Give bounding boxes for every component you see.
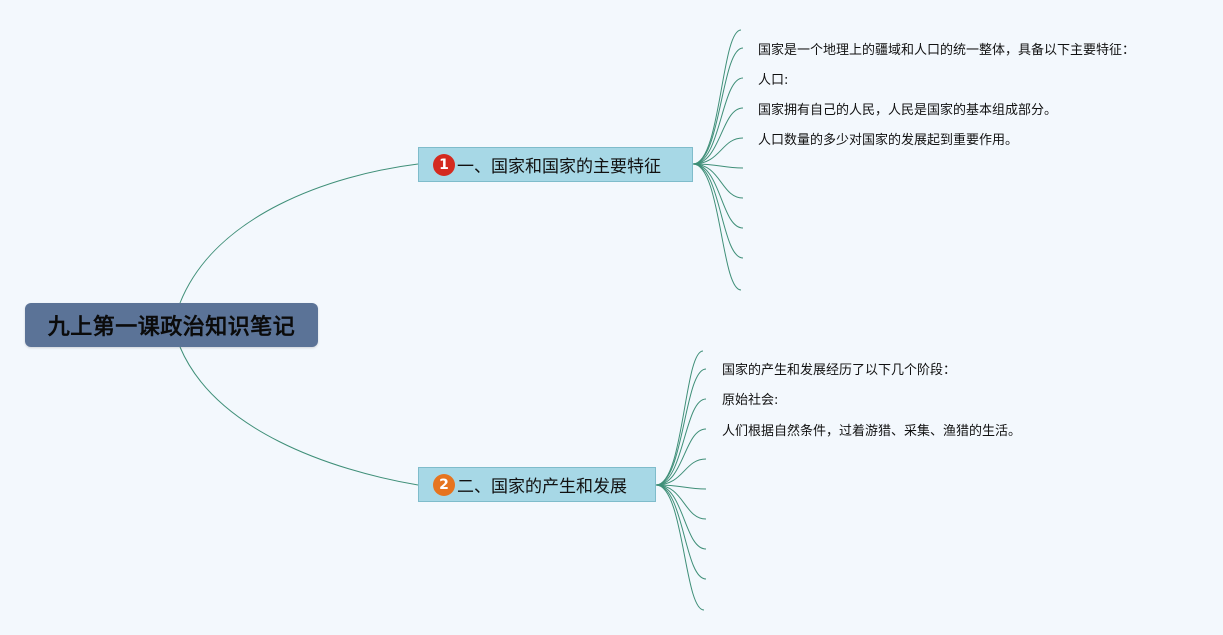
branch-topic-1-label: 一、国家和国家的主要特征 <box>457 157 661 177</box>
branch-2-fan-line <box>655 484 707 520</box>
leaf-topic[interactable]: 原始社会: <box>722 393 779 408</box>
leaf-topic[interactable]: 国家拥有自己的人民，人民是国家的基本组成部分。 <box>758 103 1058 118</box>
priority-2-icon: 2 <box>433 473 455 496</box>
branch-2-fan-line <box>655 398 707 486</box>
root-to-branch-2-line <box>179 346 419 486</box>
branch-topic-2-label: 二、国家的产生和发展 <box>457 477 627 497</box>
root-topic-label: 九上第一课政治知识笔记 <box>47 315 296 340</box>
leaf-topic[interactable]: 国家是一个地理上的疆域和人口的统一整体，具备以下主要特征： <box>758 43 1136 58</box>
leaf-topic[interactable]: 人口: <box>758 73 789 88</box>
branch-topic-2[interactable]: 2 二、国家的产生和发展 <box>418 467 656 502</box>
branch-1-fan-line <box>692 163 744 199</box>
priority-1-icon: 1 <box>433 153 455 176</box>
branch-2-fan-line <box>655 368 707 486</box>
branch-topic-1[interactable]: 1 一、国家和国家的主要特征 <box>418 147 693 182</box>
branch-1-fan-line <box>692 29 742 165</box>
branch-2-fan-line <box>655 428 707 486</box>
leaf-topic[interactable]: 人们根据自然条件，过着游猎、采集、渔猎的生活。 <box>722 424 1022 439</box>
root-topic[interactable]: 九上第一课政治知识笔记 <box>25 303 318 347</box>
branch-2-fan-line <box>655 484 707 490</box>
branch-2-fan-line <box>655 350 704 486</box>
branch-1-fan-line <box>692 163 742 291</box>
branch-1-fan-line <box>692 77 744 165</box>
root-to-branch-1-line <box>179 163 419 304</box>
branch-2-fan-line <box>655 458 707 486</box>
branch-1-fan-line <box>692 137 744 165</box>
branch-2-fan-line <box>655 484 705 611</box>
leaf-topic[interactable]: 国家的产生和发展经历了以下几个阶段： <box>722 363 957 378</box>
branch-1-fan-line <box>692 47 744 165</box>
branch-1-fan-line <box>692 163 744 169</box>
branch-1-fan-line <box>692 163 744 229</box>
branch-1-fan-line <box>692 163 744 259</box>
branch-2-fan-line <box>655 484 707 550</box>
branch-1-fan-line <box>692 107 744 165</box>
leaf-topic[interactable]: 人口数量的多少对国家的发展起到重要作用。 <box>758 133 1019 148</box>
